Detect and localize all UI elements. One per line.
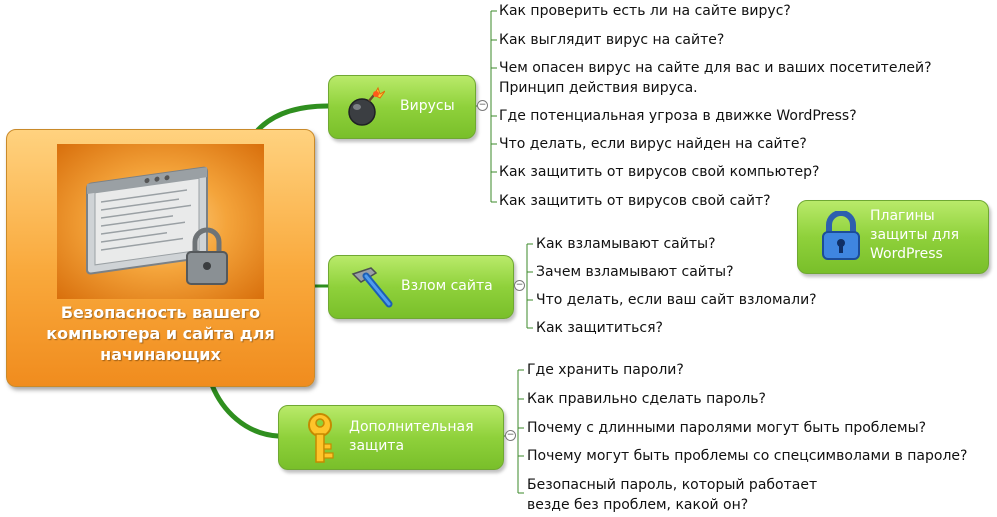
- topic-hacking-label: Взлом сайта: [401, 278, 493, 294]
- link-central-viruses: [255, 103, 331, 133]
- padlock-icon: [820, 210, 862, 265]
- extra-item-4[interactable]: Почему могут быть проблемы со спецсимвол…: [527, 448, 968, 464]
- collapse-hacking-button[interactable]: −: [514, 280, 525, 291]
- key-icon: [303, 412, 337, 468]
- link-central-extra: [209, 382, 281, 439]
- viruses-item-3[interactable]: Чем опасен вирус на сайте для вас и ваши…: [499, 60, 932, 96]
- hacking-item-1[interactable]: Как взламывают сайты?: [536, 236, 716, 252]
- topic-viruses-label: Вирусы: [400, 98, 455, 114]
- hacking-item-4[interactable]: Как защититься?: [536, 320, 663, 336]
- viruses-item-4[interactable]: Где потенциальная угроза в движке WordPr…: [499, 108, 857, 124]
- hacking-item-2[interactable]: Зачем взламывают сайты?: [536, 264, 734, 280]
- floating-topic-label: Плагины защиты для WordPress: [870, 208, 960, 262]
- extra-item-1[interactable]: Где хранить пароли?: [527, 362, 684, 378]
- virus-bomb-icon: [345, 85, 386, 131]
- viruses-item-2[interactable]: Как выглядит вирус на сайте?: [499, 32, 725, 48]
- viruses-item-1[interactable]: Как проверить есть ли на сайте вирус?: [499, 3, 791, 19]
- extra-item-2[interactable]: Как правильно сделать пароль?: [527, 391, 766, 407]
- topic-site-hacking[interactable]: Взлом сайта: [328, 255, 514, 319]
- central-topic[interactable]: Безопасность вашего компьютера и сайта д…: [6, 129, 315, 387]
- collapse-viruses-button[interactable]: −: [477, 100, 488, 111]
- extra-item-3[interactable]: Почему с длинными паролями могут быть пр…: [527, 420, 927, 436]
- extra-item-5[interactable]: Безопасный пароль, который работает везд…: [527, 477, 818, 513]
- topic-extra-protection[interactable]: Дополнительная защита: [278, 405, 504, 470]
- topic-viruses[interactable]: Вирусы: [328, 75, 476, 139]
- computer-lock-icon: [57, 144, 264, 299]
- hammer-icon: [349, 264, 395, 314]
- topic-extra-label: Дополнительная защита: [349, 419, 474, 454]
- collapse-extra-button[interactable]: −: [505, 430, 516, 441]
- floating-topic-plugins[interactable]: Плагины защиты для WordPress: [797, 200, 989, 274]
- hacking-item-3[interactable]: Что делать, если ваш сайт взломали?: [536, 292, 817, 308]
- viruses-item-6[interactable]: Как защитить от вирусов свой компьютер?: [499, 164, 820, 180]
- viruses-item-5[interactable]: Что делать, если вирус найден на сайте?: [499, 136, 807, 152]
- viruses-item-7[interactable]: Как защитить от вирусов свой сайт?: [499, 193, 771, 209]
- central-title: Безопасность вашего компьютера и сайта д…: [46, 303, 275, 364]
